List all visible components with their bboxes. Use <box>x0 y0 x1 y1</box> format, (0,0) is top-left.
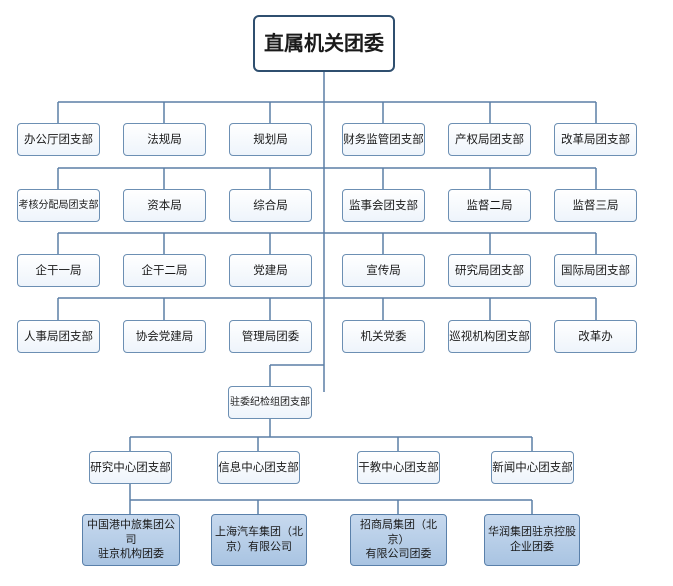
node-middle: 驻委纪检组团支部 <box>228 386 312 419</box>
node-row1-1: 办公厅团支部 <box>17 123 100 156</box>
node-row4-5: 巡视机构团支部 <box>448 320 531 353</box>
node-row3-2: 企干二局 <box>123 254 206 287</box>
node-row6-4: 华润集团驻京控股 企业团委 <box>484 514 580 566</box>
node-row4-3: 管理局团委 <box>229 320 312 353</box>
node-row1-5: 产权局团支部 <box>448 123 531 156</box>
node-row2-1: 考核分配局团支部 <box>17 189 100 222</box>
node-row6-3: 招商局集团（北京） 有限公司团委 <box>350 514 447 566</box>
node-row3-3: 党建局 <box>229 254 312 287</box>
node-row3-1: 企干一局 <box>17 254 100 287</box>
node-row1-2: 法规局 <box>123 123 206 156</box>
node-row5-2: 信息中心团支部 <box>217 451 300 484</box>
node-row5-4: 新闻中心团支部 <box>491 451 574 484</box>
node-row1-6: 改革局团支部 <box>554 123 637 156</box>
node-row6-2: 上海汽车集团（北 京）有限公司 <box>211 514 307 566</box>
node-row4-2: 协会党建局 <box>123 320 206 353</box>
node-row6-1: 中国港中旅集团公司 驻京机构团委 <box>82 514 180 566</box>
node-row5-3: 干教中心团支部 <box>357 451 440 484</box>
node-row2-3: 综合局 <box>229 189 312 222</box>
node-row5-1: 研究中心团支部 <box>89 451 172 484</box>
node-row2-6: 监督三局 <box>554 189 637 222</box>
node-row3-6: 国际局团支部 <box>554 254 637 287</box>
node-row1-3: 规划局 <box>229 123 312 156</box>
node-row3-4: 宣传局 <box>342 254 425 287</box>
root-node: 直属机关团委 <box>253 15 395 72</box>
node-row2-5: 监督二局 <box>448 189 531 222</box>
node-row4-1: 人事局团支部 <box>17 320 100 353</box>
node-row2-2: 资本局 <box>123 189 206 222</box>
node-row1-4: 财务监管团支部 <box>342 123 425 156</box>
node-row3-5: 研究局团支部 <box>448 254 531 287</box>
node-row2-4: 监事会团支部 <box>342 189 425 222</box>
node-row4-6: 改革办 <box>554 320 637 353</box>
node-row4-4: 机关党委 <box>342 320 425 353</box>
